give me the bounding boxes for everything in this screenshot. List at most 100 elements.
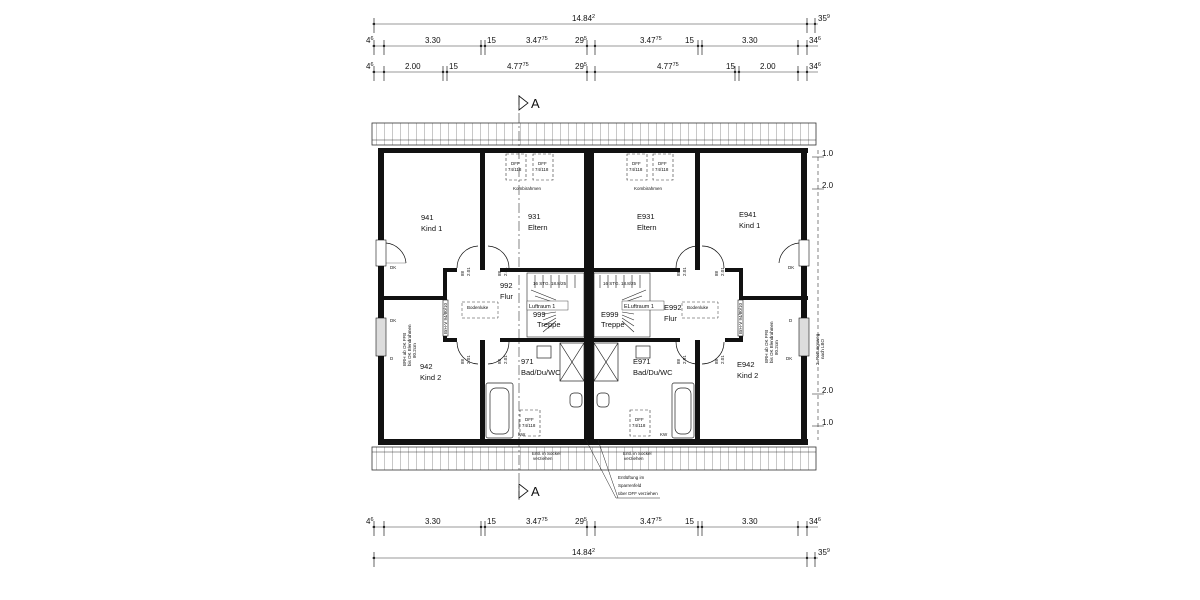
door-height: 2.01 — [503, 267, 508, 276]
door-height: 2.01 — [466, 355, 471, 364]
dimension-label: 3.30 — [425, 36, 441, 45]
dff-label: DFF — [511, 161, 520, 166]
dimension-label: 295 — [575, 36, 587, 45]
door-height: 2.01 — [720, 355, 725, 364]
dimension-label: 2.00 — [405, 62, 421, 71]
door-height: 2.01 — [682, 267, 687, 276]
entlueftung-note: Sparrenfeld — [618, 483, 642, 488]
section-marker-bottom: A — [518, 483, 540, 499]
door-height: 2.01 — [466, 267, 471, 276]
dimension-label: 14.842 — [572, 548, 595, 557]
dimension-label: 15 — [685, 517, 694, 526]
d-label: D — [789, 318, 793, 323]
bodenluke-left: Bodenluke — [461, 301, 499, 319]
dimension-label: 2.0 — [822, 386, 834, 395]
dimension-label: 346 — [809, 36, 821, 45]
brh-note: bis OK Blendrahmen — [407, 324, 412, 366]
kw-label: KW — [660, 432, 668, 437]
door-height: 2.01 — [682, 355, 687, 364]
dff-size: 74/118 — [508, 167, 522, 172]
brh-v-label: BrH-V 94/80/10 — [738, 302, 743, 334]
dff-label: DFF — [658, 161, 667, 166]
room-name: Flur — [664, 314, 677, 323]
room-number: 942 — [420, 362, 433, 371]
bodenluke-label: Bodenluke — [687, 305, 709, 310]
walls — [378, 148, 808, 445]
room-name: Treppe — [601, 320, 625, 329]
dff-label: DFF — [632, 161, 641, 166]
room-number: E941 — [739, 210, 757, 219]
entl-note: verziehen — [533, 456, 553, 461]
room-number: 931 — [528, 212, 541, 221]
dimension-label: 3.30 — [742, 36, 758, 45]
dimension-label: 3.4775 — [526, 517, 548, 526]
room-name: Kind 1 — [421, 224, 442, 233]
kombirahmen-label: Kombirahmen — [513, 186, 542, 191]
bathroom-fixtures — [485, 342, 695, 439]
dk-label: DK — [788, 265, 794, 270]
section-label-top: A — [531, 96, 540, 111]
dimension-label: 15 — [685, 36, 694, 45]
entlueftung-note: Entlüftung im — [618, 475, 645, 480]
dff-size: 74/118 — [522, 423, 536, 428]
ventilation-notes: Entl. in Sockel verziehen Entl. in Socke… — [518, 432, 668, 499]
dk-label: DK — [390, 265, 396, 270]
door-height: 2.01 — [720, 267, 725, 276]
brh-note: BRH ab OK FFB — [402, 333, 407, 366]
brh-note: bis OK Blendrahmen — [769, 321, 774, 363]
room-number: E971 — [633, 357, 651, 366]
room-name: Kind 2 — [737, 371, 758, 380]
room-name: Bad/Du/WC — [633, 368, 673, 377]
dimension-label: 15 — [449, 62, 458, 71]
room-number: 941 — [421, 213, 434, 222]
dimension-label: 14.842 — [572, 14, 595, 23]
brh-v-label: BrH-V 94/80/10 — [443, 302, 448, 334]
brh-note: BRH ab OK FFB — [764, 330, 769, 363]
dimension-label: 2.0 — [822, 181, 834, 190]
door-width: 88 — [714, 358, 719, 364]
rettungsweg-note: nach LBO — [820, 338, 825, 359]
door-width: 88 — [676, 358, 681, 364]
roof-band-top — [371, 122, 817, 146]
dimension-label: 346 — [809, 62, 821, 71]
door-width: 88 — [497, 270, 502, 276]
luftraum-label: Luftraum 1 — [529, 304, 555, 310]
entlueftung-note: über DFF verziehen — [618, 491, 658, 496]
room-name: Eltern — [528, 223, 548, 232]
room-name: Flur — [500, 292, 513, 301]
door-width: 88 — [497, 358, 502, 364]
luftraum-label: ELuftraum 1 — [624, 304, 654, 310]
dimension-label: 15 — [487, 36, 496, 45]
dimension-label: 46 — [366, 517, 374, 526]
dimension-label: 1.0 — [822, 418, 834, 427]
dimension-label: 2.00 — [760, 62, 776, 71]
dimension-label: 4.7775 — [657, 62, 679, 71]
dff-size: 74/118 — [629, 167, 643, 172]
door-swings — [385, 242, 800, 365]
stair-steps-label: 16 STG. 18.8/25 — [603, 281, 637, 286]
room-name: Kind 1 — [739, 221, 760, 230]
room-number: 992 — [500, 281, 513, 290]
brh-note: 80.2cm — [412, 343, 417, 358]
room-name: Bad/Du/WC — [521, 368, 561, 377]
room-number: E992 — [664, 303, 682, 312]
dimension-label: 15 — [487, 517, 496, 526]
dimension-label: 4.7775 — [507, 62, 529, 71]
d-label: D — [390, 356, 394, 361]
dff-size: 74/118 — [655, 167, 669, 172]
dimension-label: 46 — [366, 62, 374, 71]
dimension-label: 3.4775 — [640, 517, 662, 526]
door-width: 88 — [676, 270, 681, 276]
door-height: 2.01 — [503, 355, 508, 364]
